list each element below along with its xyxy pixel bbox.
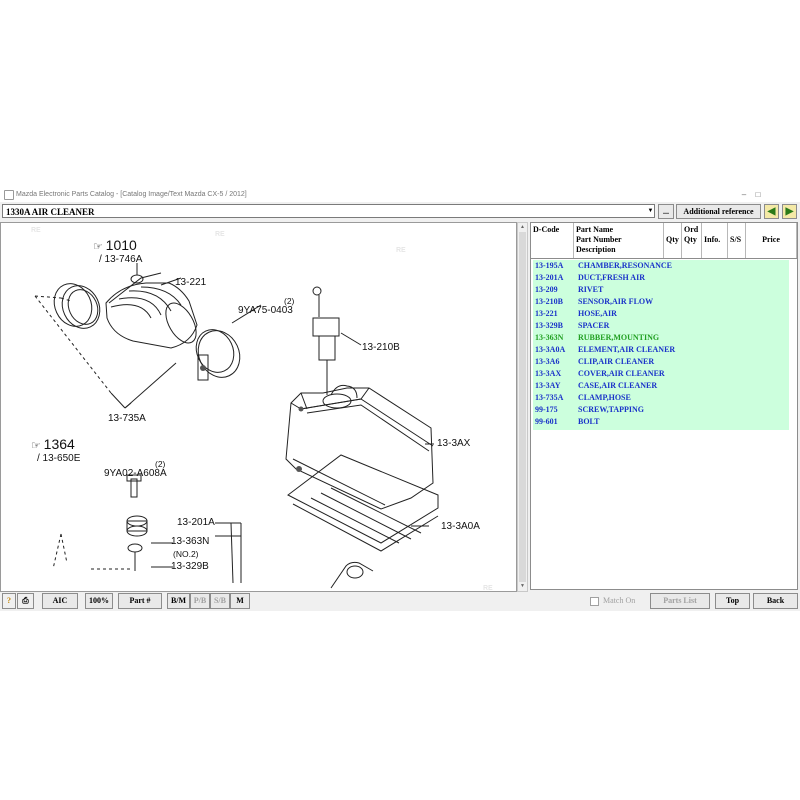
callout-13-221[interactable]: 13-221 bbox=[175, 277, 207, 288]
callout-13-210b[interactable]: 13-210B bbox=[362, 342, 400, 353]
zoom-100-button[interactable]: 100% bbox=[85, 593, 113, 609]
window-title: Mazda Electronic Parts Catalog - [Catalo… bbox=[16, 191, 247, 198]
reference-icon: ☞ bbox=[31, 440, 41, 452]
status-bar: ? ⎙ AIC 100% Part # B/M P/B S/B M Match … bbox=[0, 593, 800, 610]
printer-icon: ⎙ bbox=[22, 596, 29, 605]
sb-button[interactable]: S/B bbox=[210, 593, 230, 609]
col-qty[interactable]: Qty bbox=[664, 223, 682, 258]
parts-list-button[interactable]: Parts List bbox=[650, 593, 710, 609]
reference-icon: ☞ bbox=[93, 241, 103, 253]
callout-ref-1364[interactable]: ☞ 1364 bbox=[31, 436, 75, 452]
maximize-button[interactable]: □ bbox=[755, 190, 761, 199]
back-button[interactable]: Back bbox=[753, 593, 798, 609]
m-button[interactable]: M bbox=[230, 593, 250, 609]
arrow-left-icon: ◀ bbox=[767, 206, 776, 217]
col-ord-qty[interactable]: Ord Qty bbox=[682, 223, 702, 258]
app-icon bbox=[4, 190, 14, 200]
additional-reference-button[interactable]: Additional reference bbox=[676, 204, 761, 219]
callout-9ya02-qty: (2) bbox=[155, 459, 166, 469]
scroll-down-icon[interactable]: ▼ bbox=[520, 583, 525, 589]
minimize-button[interactable]: – bbox=[741, 190, 747, 199]
col-price[interactable]: Price bbox=[746, 223, 797, 258]
title-bar: Mazda Electronic Parts Catalog - [Catalo… bbox=[0, 187, 800, 202]
callout-13-363n[interactable]: 13-363N bbox=[171, 536, 210, 547]
col-ss[interactable]: S/S bbox=[728, 223, 746, 258]
diagram-scrollbar[interactable]: ▲ ▼ bbox=[517, 222, 528, 592]
watermark: RE bbox=[31, 227, 41, 234]
watermark: RE bbox=[396, 247, 406, 254]
parts-list-panel: D-Code Part Name Part Number Description… bbox=[530, 222, 798, 590]
col-part-name[interactable]: Part Name Part Number Description bbox=[574, 223, 664, 258]
toolbar: 1330A AIR CLEANER ▼ ... Additional refer… bbox=[0, 203, 800, 220]
col-dcode[interactable]: D-Code bbox=[531, 223, 574, 258]
scroll-thumb[interactable] bbox=[519, 232, 526, 582]
callout-9ya02-a608a[interactable]: 9YA02-A608A bbox=[104, 468, 167, 479]
next-page-button[interactable]: ▶ bbox=[782, 204, 797, 219]
callout-13-363n-no: (NO.2) bbox=[173, 549, 199, 559]
previous-page-button[interactable]: ◀ bbox=[764, 204, 779, 219]
callout-9ya75-0403[interactable]: 9YA75-0403 bbox=[238, 305, 293, 316]
parts-table-header: D-Code Part Name Part Number Description… bbox=[531, 223, 797, 259]
help-icon: ? bbox=[7, 596, 11, 605]
match-on-checkbox[interactable]: Match On bbox=[590, 596, 635, 606]
help-button[interactable]: ? bbox=[2, 593, 16, 609]
callout-13-3a0a[interactable]: 13-3A0A bbox=[441, 521, 480, 532]
col-info[interactable]: Info. bbox=[702, 223, 728, 258]
callout-13-735a[interactable]: 13-735A bbox=[108, 413, 146, 424]
callout-13-329b[interactable]: 13-329B bbox=[171, 561, 209, 572]
callout-ref-1010[interactable]: ☞ 1010 bbox=[93, 237, 137, 253]
section-select[interactable]: 1330A AIR CLEANER bbox=[2, 204, 655, 218]
watermark: RE bbox=[483, 585, 493, 592]
watermark: RE bbox=[215, 231, 225, 238]
pb-button[interactable]: P/B bbox=[190, 593, 210, 609]
part-number-button[interactable]: Part # bbox=[118, 593, 162, 609]
chevron-down-icon[interactable]: ▼ bbox=[647, 208, 654, 214]
callout-13-201a[interactable]: 13-201A bbox=[177, 517, 215, 528]
top-button[interactable]: Top bbox=[715, 593, 750, 609]
arrow-right-icon: ▶ bbox=[785, 206, 794, 217]
callout-9ya75-qty: (2) bbox=[284, 296, 295, 306]
bm-button[interactable]: B/M bbox=[167, 593, 190, 609]
browse-button[interactable]: ... bbox=[658, 204, 674, 219]
aic-button[interactable]: AIC bbox=[42, 593, 78, 609]
print-button[interactable]: ⎙ bbox=[17, 593, 34, 609]
checkbox-icon[interactable] bbox=[590, 596, 599, 606]
callout-13-3ax[interactable]: 13-3AX bbox=[437, 438, 471, 449]
catalog-window: Mazda Electronic Parts Catalog - [Catalo… bbox=[0, 187, 800, 611]
callout-ref-1010-sub[interactable]: / 13-746A bbox=[99, 254, 143, 265]
parts-diagram[interactable]: ☞ 1010 / 13-746A 13-221 (2) 9YA75-0403 1… bbox=[0, 222, 517, 592]
diagram-drawing bbox=[34, 263, 439, 589]
scroll-up-icon[interactable]: ▲ bbox=[520, 224, 525, 230]
callout-ref-1364-sub[interactable]: / 13-650E bbox=[37, 453, 81, 464]
